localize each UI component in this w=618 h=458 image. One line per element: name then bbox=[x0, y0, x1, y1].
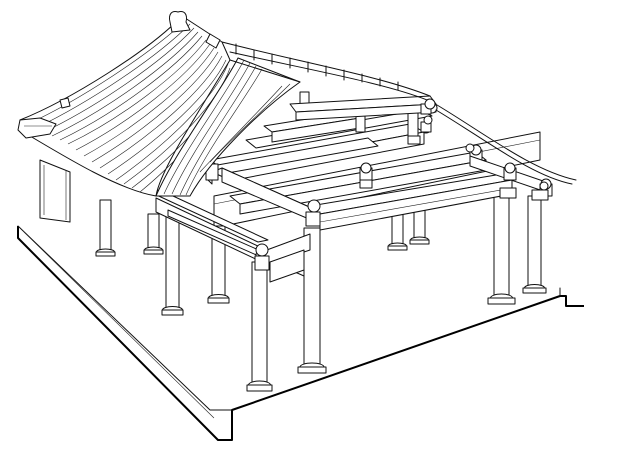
column bbox=[487, 195, 516, 305]
stone-platform bbox=[17, 225, 584, 441]
column bbox=[297, 227, 327, 374]
columns bbox=[95, 195, 547, 392]
interior-beams bbox=[209, 91, 487, 215]
column bbox=[161, 211, 184, 316]
column bbox=[387, 205, 408, 251]
rafter-ends bbox=[235, 43, 399, 91]
column bbox=[246, 261, 273, 392]
eave-ornament bbox=[17, 117, 57, 139]
column bbox=[95, 199, 116, 257]
column bbox=[409, 201, 430, 245]
column bbox=[143, 213, 164, 255]
roof-boards bbox=[163, 59, 291, 196]
beam-ends bbox=[423, 98, 549, 191]
eave-beams bbox=[149, 155, 553, 283]
column bbox=[522, 195, 547, 294]
roof bbox=[17, 11, 577, 197]
ridge-ornament bbox=[169, 11, 191, 33]
